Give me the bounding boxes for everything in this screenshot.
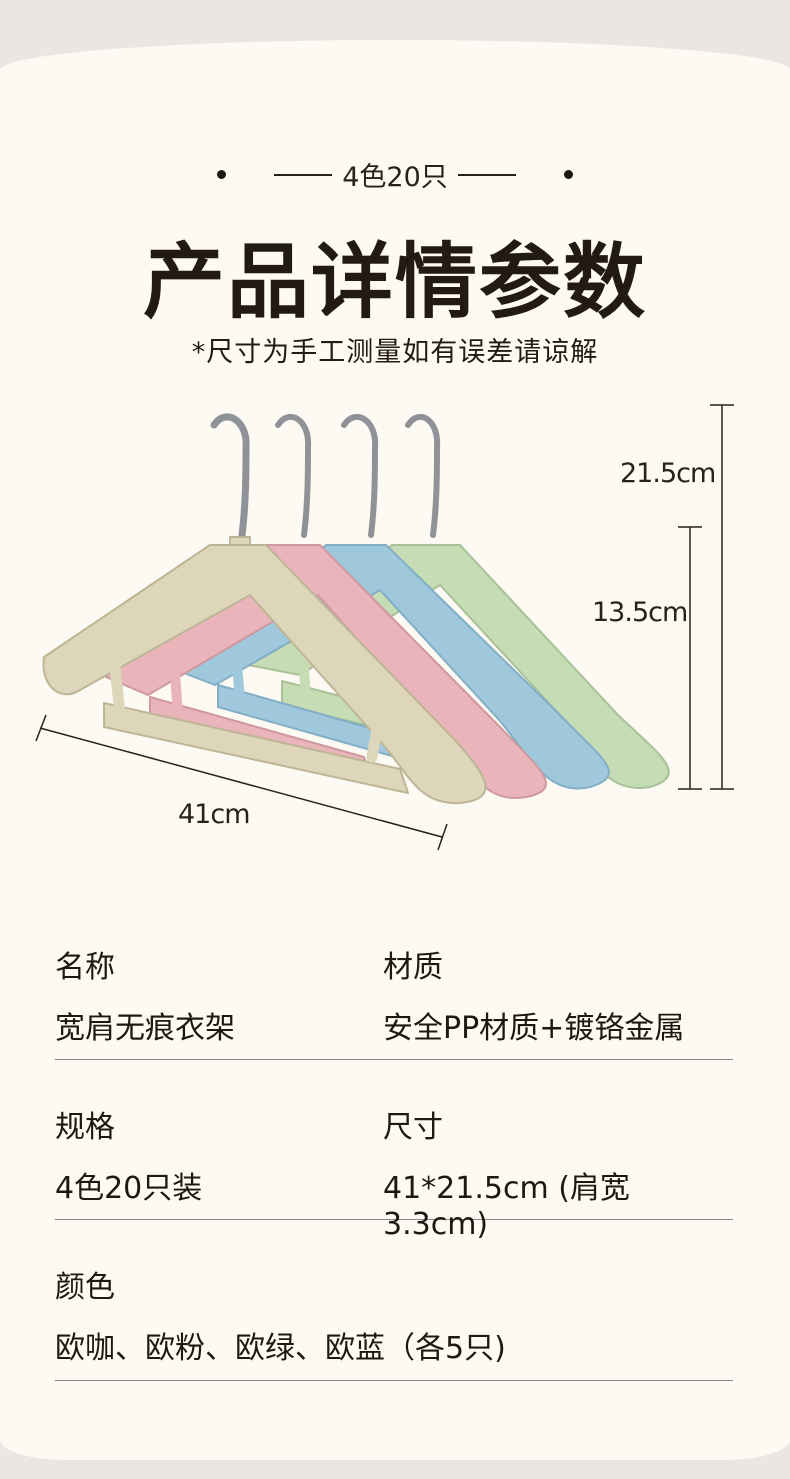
width-line	[39, 727, 443, 838]
total-height-label: 21.5cm	[620, 458, 716, 489]
spec-label-size: 尺寸	[383, 1110, 443, 1145]
spec-label-material: 材质	[383, 950, 443, 985]
kicker-line: 4色20只	[0, 155, 790, 194]
spec-label-color: 颜色	[55, 1270, 115, 1305]
dash-right	[457, 173, 516, 176]
hanger-figure: 21.5cm 13.5cm 41cm	[0, 385, 790, 865]
spec-label-package: 规格	[55, 1110, 115, 1145]
spec-value-package: 4色20只装	[55, 1171, 203, 1206]
spec-value-color: 欧咖、欧粉、欧绿、欧蓝（各5只)	[55, 1331, 506, 1366]
hanger-illustration	[35, 404, 734, 851]
page-title: 产品详情参数	[142, 234, 647, 330]
dash-left	[274, 173, 333, 176]
spec-row: 名称 宽肩无痕衣架 材质 安全PP材质+镀铬金属	[55, 930, 733, 1060]
spec-value-name: 宽肩无痕衣架	[55, 1011, 235, 1046]
spec-value-size: 41*21.5cm (肩宽3.3cm)	[383, 1171, 630, 1242]
measurement-note: *尺寸为手工测量如有误差请谅解	[191, 337, 599, 368]
khaki-hanger	[42, 413, 487, 805]
spec-value-material: 安全PP材质+镀铬金属	[383, 1011, 685, 1046]
spec-row: 颜色 欧咖、欧粉、欧绿、欧蓝（各5只)	[55, 1220, 733, 1381]
kicker-text: 4色20只	[342, 162, 448, 193]
dimension-lines	[35, 404, 734, 851]
spec-label-name: 名称	[55, 950, 115, 985]
body-height-label: 13.5cm	[592, 597, 688, 628]
width-label: 41cm	[178, 799, 251, 830]
bullet-dot-right	[563, 170, 573, 179]
spec-table: 名称 宽肩无痕衣架 材质 安全PP材质+镀铬金属 规格 4色20只装 尺寸 41…	[55, 930, 733, 1381]
spec-row: 规格 4色20只装 尺寸 41*21.5cm (肩宽3.3cm)	[55, 1060, 733, 1242]
bullet-dot-left	[217, 170, 227, 179]
